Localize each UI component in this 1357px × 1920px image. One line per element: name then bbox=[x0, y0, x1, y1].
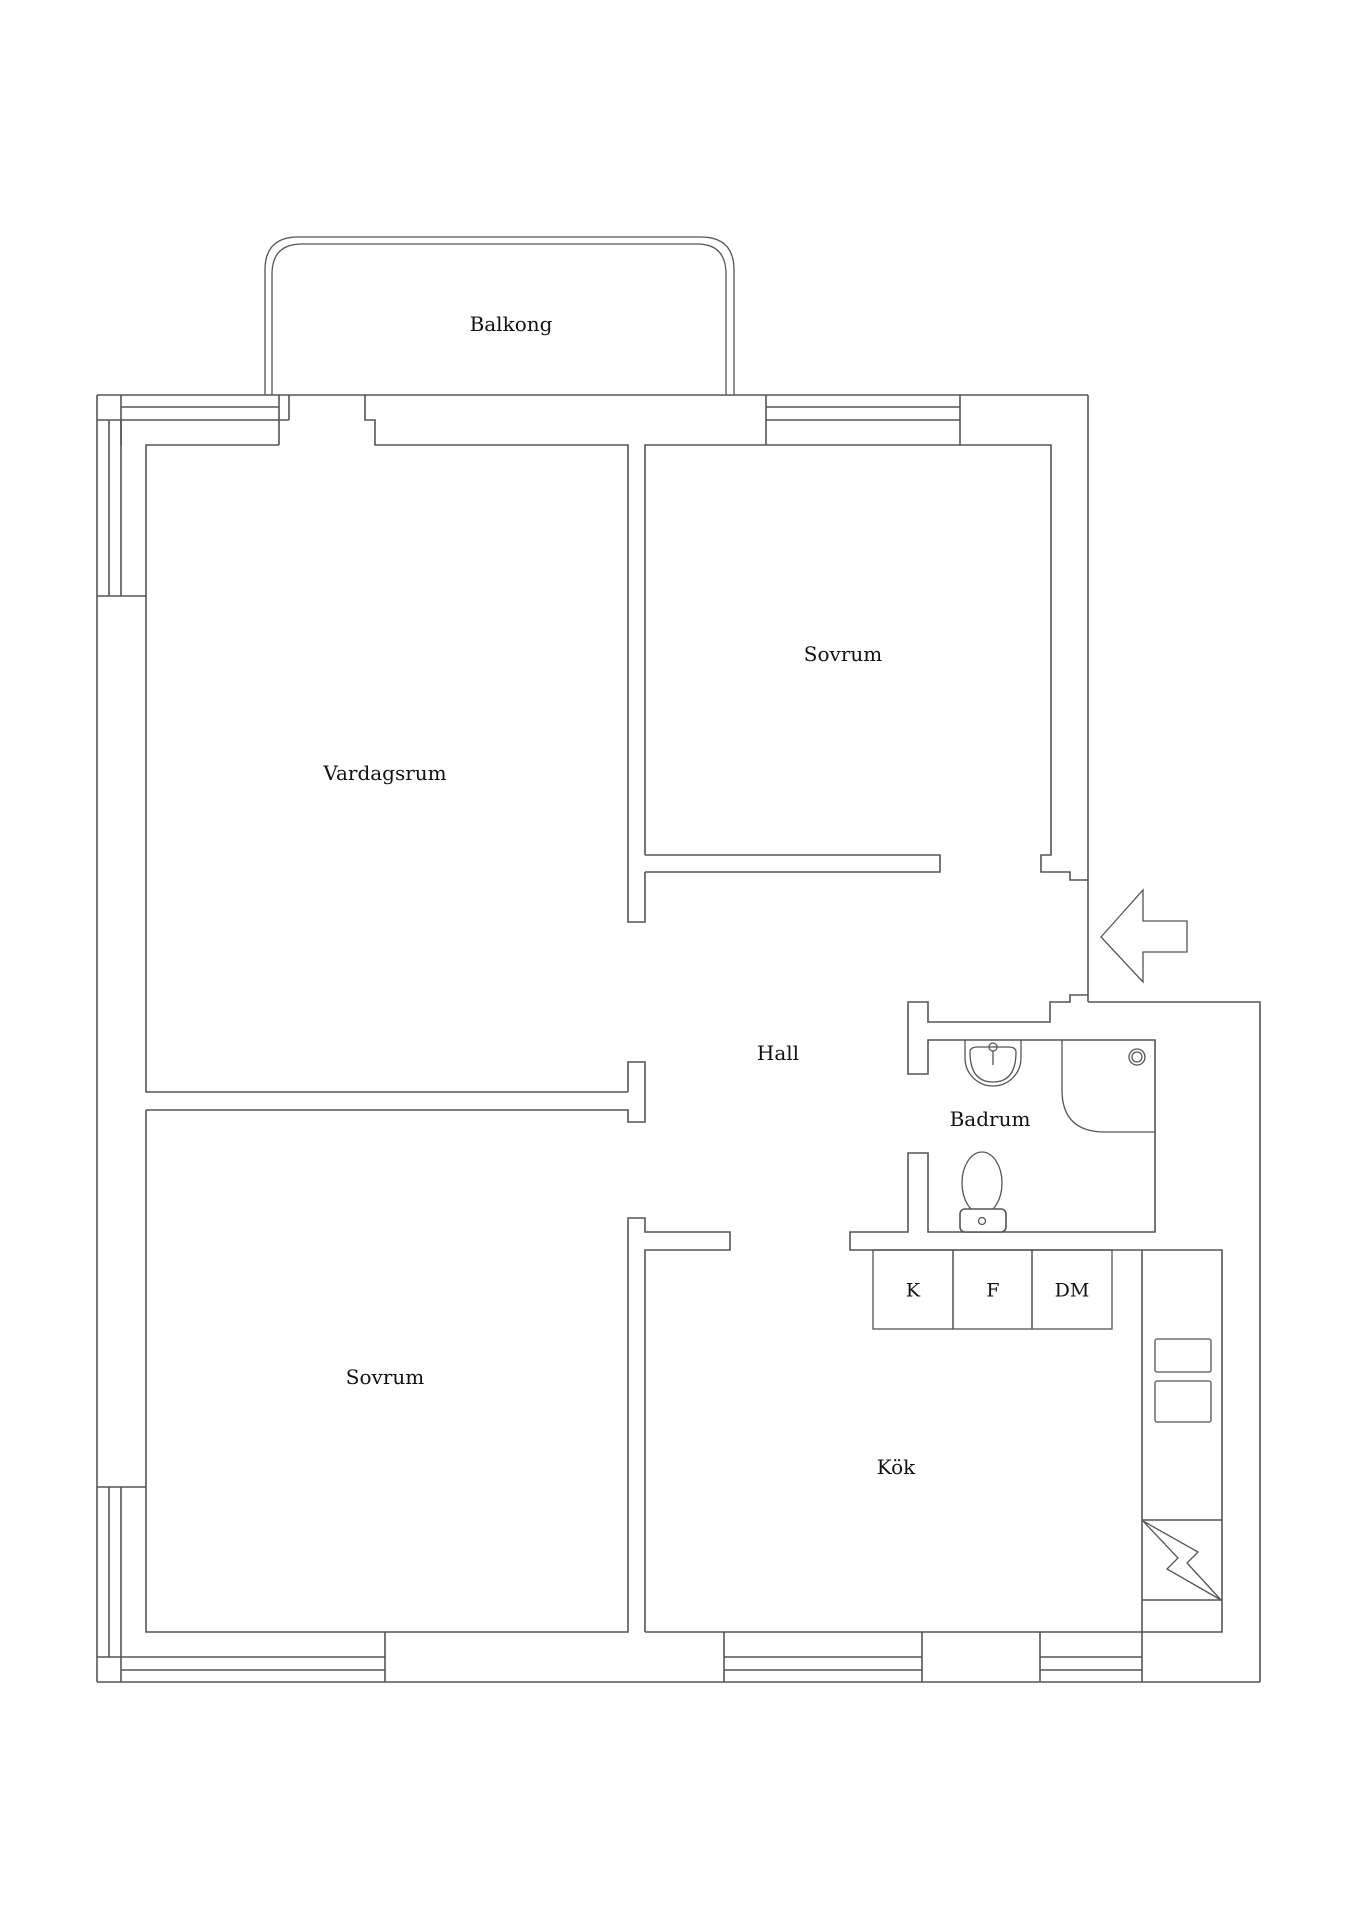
outer-walls bbox=[96, 394, 1261, 1683]
appliance-label-k: K bbox=[905, 1279, 921, 1302]
kitchen-sink-basin-2 bbox=[1154, 1380, 1212, 1423]
kitchen-sink-basin-1 bbox=[1154, 1338, 1212, 1373]
window-left-lower bbox=[97, 1486, 386, 1682]
room-label-bathroom: Badrum bbox=[949, 1107, 1031, 1131]
living-room-walls bbox=[145, 395, 646, 1093]
room-label-hall: Hall bbox=[756, 1041, 800, 1065]
window-top-right bbox=[765, 395, 961, 445]
room-label-living-room: Vardagsrum bbox=[323, 761, 447, 785]
window-left-upper bbox=[97, 420, 146, 597]
bedroom-bottom-walls bbox=[145, 1110, 731, 1633]
appliance-label-dm: DM bbox=[1054, 1279, 1090, 1302]
room-label-bedroom-bottom: Sovrum bbox=[345, 1365, 425, 1389]
balcony-railing bbox=[264, 236, 735, 395]
appliance-cabinets bbox=[872, 1249, 1113, 1330]
shower-icon bbox=[1061, 1040, 1155, 1133]
sink-icon bbox=[964, 1040, 1022, 1087]
window-top-left bbox=[97, 395, 290, 445]
room-label-kitchen: Kök bbox=[876, 1455, 916, 1479]
room-label-balcony: Balkong bbox=[469, 312, 553, 336]
kitchen-walls bbox=[645, 994, 1223, 1633]
bedroom-top-walls bbox=[644, 444, 1088, 881]
kitchen-counter bbox=[1141, 1250, 1222, 1632]
toilet-icon bbox=[959, 1151, 1007, 1233]
window-bottom-kitchen bbox=[723, 1632, 1143, 1682]
room-label-bedroom-top: Sovrum bbox=[803, 642, 883, 666]
appliance-label-f: F bbox=[986, 1279, 1000, 1302]
entrance-arrow-icon bbox=[1100, 888, 1188, 984]
living-bedroom-divider bbox=[146, 1061, 646, 1123]
stove-lightning-icon bbox=[1142, 1520, 1222, 1601]
